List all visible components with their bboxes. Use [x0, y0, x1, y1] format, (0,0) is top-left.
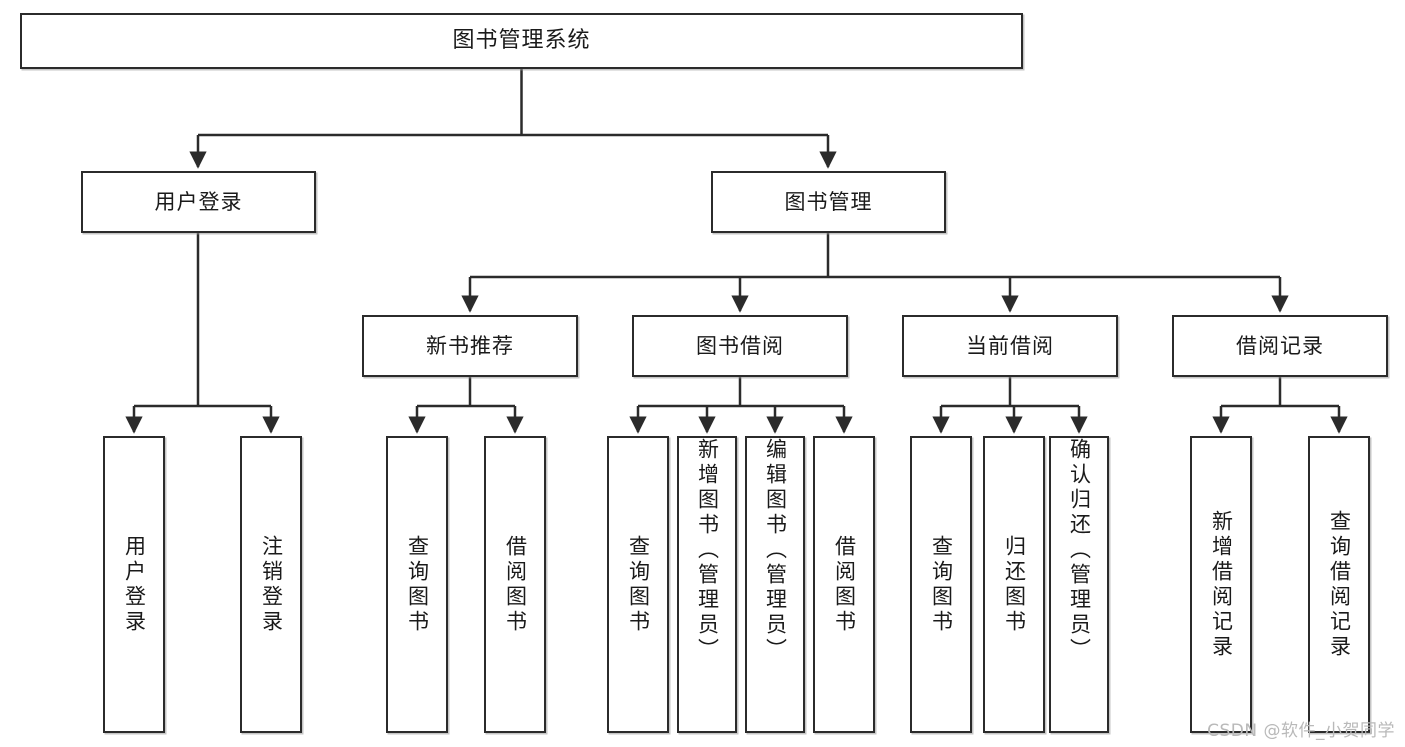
- node-leaf-borrow-book[interactable]: 借阅图书: [813, 436, 875, 733]
- node-leaf-add-record-label: 新增借阅记录: [1209, 509, 1234, 660]
- node-new-book-recommend-label: 新书推荐: [426, 333, 514, 358]
- node-leaf-query-book-rec[interactable]: 查询图书: [386, 436, 448, 733]
- csdn-watermark: CSDN @软件_小贺同学: [1207, 721, 1395, 741]
- node-borrow-record[interactable]: 借阅记录: [1172, 315, 1388, 377]
- node-leaf-query-record-label: 查询借阅记录: [1327, 509, 1352, 660]
- node-leaf-borrow-book-label: 借阅图书: [832, 534, 857, 635]
- node-root[interactable]: 图书管理系统: [20, 13, 1023, 69]
- node-leaf-user-logout-label: 注销登录: [259, 534, 284, 635]
- node-user-login[interactable]: 用户登录: [81, 171, 316, 233]
- node-leaf-confirm-return[interactable]: 确认归还（管理员）: [1049, 436, 1109, 733]
- node-leaf-user-login[interactable]: 用户登录: [103, 436, 165, 733]
- node-leaf-edit-book-label: 编辑图书（管理员）: [763, 438, 788, 663]
- node-leaf-borrow-book-rec-label: 借阅图书: [503, 534, 528, 635]
- node-leaf-user-login-label: 用户登录: [122, 534, 147, 635]
- node-leaf-query-book-cur[interactable]: 查询图书: [910, 436, 972, 733]
- node-book-manage[interactable]: 图书管理: [711, 171, 946, 233]
- node-root-label: 图书管理系统: [452, 28, 591, 54]
- node-leaf-query-record[interactable]: 查询借阅记录: [1308, 436, 1370, 733]
- node-leaf-query-book-cur-label: 查询图书: [929, 534, 954, 635]
- node-leaf-user-logout[interactable]: 注销登录: [240, 436, 302, 733]
- node-leaf-confirm-return-label: 确认归还（管理员）: [1067, 438, 1092, 663]
- node-book-manage-label: 图书管理: [784, 189, 873, 214]
- node-current-borrow-label: 当前借阅: [966, 333, 1054, 358]
- node-leaf-edit-book[interactable]: 编辑图书（管理员）: [745, 436, 805, 733]
- node-current-borrow[interactable]: 当前借阅: [902, 315, 1118, 377]
- node-leaf-borrow-book-rec[interactable]: 借阅图书: [484, 436, 546, 733]
- node-leaf-return-book[interactable]: 归还图书: [983, 436, 1045, 733]
- node-leaf-return-book-label: 归还图书: [1002, 534, 1027, 635]
- node-leaf-query-book-borrow-label: 查询图书: [626, 534, 651, 635]
- node-leaf-add-record[interactable]: 新增借阅记录: [1190, 436, 1252, 733]
- node-user-login-label: 用户登录: [154, 189, 243, 214]
- node-new-book-recommend[interactable]: 新书推荐: [362, 315, 578, 377]
- node-borrow-record-label: 借阅记录: [1236, 333, 1324, 358]
- node-book-borrow[interactable]: 图书借阅: [632, 315, 848, 377]
- node-leaf-add-book[interactable]: 新增图书（管理员）: [677, 436, 737, 733]
- node-leaf-query-book-rec-label: 查询图书: [405, 534, 430, 635]
- node-leaf-add-book-label: 新增图书（管理员）: [695, 438, 720, 663]
- node-book-borrow-label: 图书借阅: [696, 333, 784, 358]
- node-leaf-query-book-borrow[interactable]: 查询图书: [607, 436, 669, 733]
